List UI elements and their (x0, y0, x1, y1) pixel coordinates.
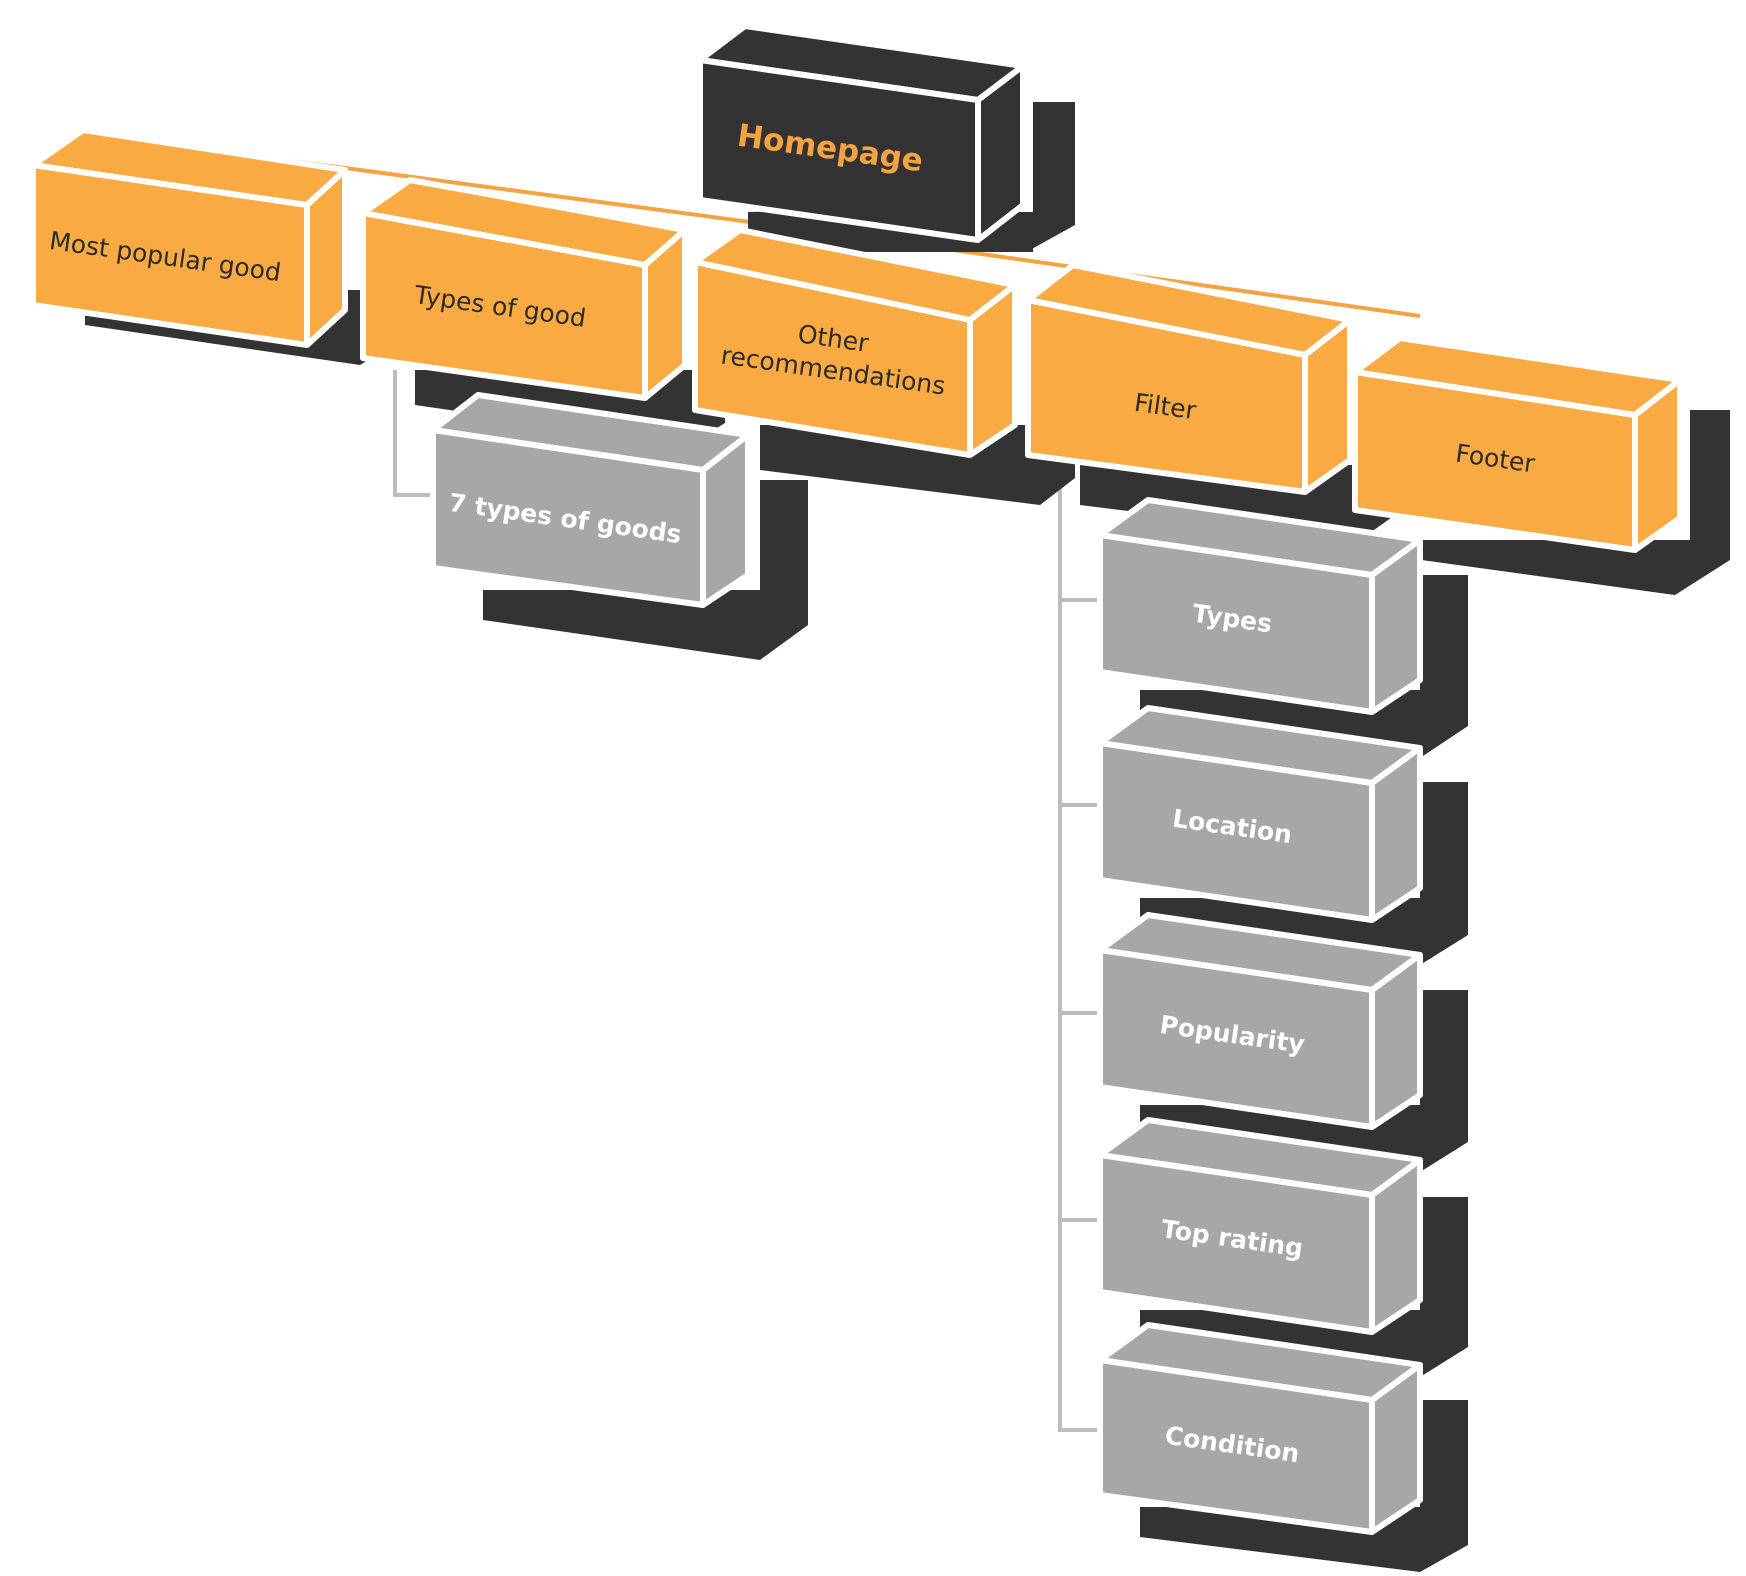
node-homepage-front (697, 57, 981, 243)
node-types-of-good-front (360, 210, 648, 401)
node-types: Types (1097, 497, 1468, 758)
node-types-shadow (1140, 575, 1468, 758)
node-7-types-of-goods-shadow (483, 480, 808, 660)
node-homepage: Homepage (697, 23, 1075, 252)
node-condition-front (1097, 1357, 1375, 1535)
node-types-front (1097, 532, 1375, 715)
node-footer: Footer (1352, 335, 1730, 595)
node-popularity: Popularity (1097, 912, 1468, 1172)
node-top-rating: Top rating (1097, 1117, 1468, 1377)
node-homepage-shadow (745, 102, 1075, 250)
node-most-popular-good: Most popular good (30, 127, 395, 365)
node-popularity-front (1097, 947, 1375, 1130)
node-filter: Filter (1025, 262, 1395, 540)
node-top-rating-shadow (1140, 1197, 1468, 1377)
node-top-rating-front (1097, 1152, 1375, 1335)
node-condition-shadow (1140, 1400, 1468, 1572)
node-other-recommendations: Other recommendations (692, 227, 1075, 505)
node-popularity-shadow (1140, 990, 1468, 1172)
node-other-recommendations-shadow (760, 425, 1075, 505)
node-footer-front (1352, 369, 1638, 553)
node-location-front (1097, 740, 1375, 923)
node-location: Location (1097, 705, 1468, 965)
filter-connector (1058, 470, 1100, 1432)
node-footer-shadow (1385, 410, 1730, 595)
node-condition: Condition (1097, 1322, 1468, 1572)
node-homepage-side (975, 63, 1026, 243)
node-most-popular-good-front (30, 162, 310, 348)
types-of-good-connector (393, 370, 440, 497)
node-7-types-of-goods: 7 types of goods (430, 392, 808, 660)
node-filter-front (1025, 297, 1308, 495)
node-most-popular-good-side (304, 167, 348, 348)
node-location-shadow (1140, 782, 1468, 965)
node-7-types-of-goods-front (430, 427, 706, 608)
node-other-recommendations-front (692, 259, 973, 458)
